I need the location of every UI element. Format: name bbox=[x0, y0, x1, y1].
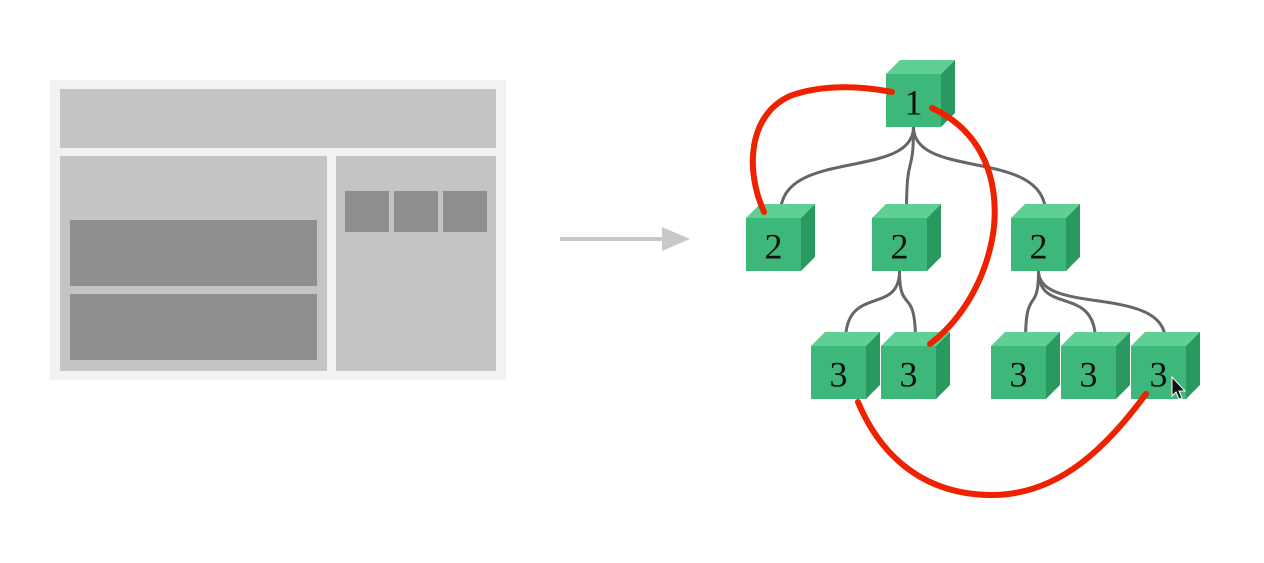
connector-b-b2 bbox=[898, 270, 917, 342]
wireframe-sidebar-tile-2 bbox=[394, 191, 438, 232]
node-label: 2 bbox=[1030, 227, 1048, 267]
node-label: 1 bbox=[905, 83, 923, 123]
component-tree: 1 2 2 2 3 3 3 3 3 bbox=[746, 60, 1200, 499]
tree-node-a: 2 bbox=[746, 204, 815, 271]
cube-top-face bbox=[1061, 332, 1130, 346]
connector-b-b1 bbox=[844, 270, 901, 342]
transform-arrow bbox=[560, 227, 690, 251]
cube-top-face bbox=[811, 332, 880, 346]
wireframe bbox=[50, 80, 506, 380]
highlight-path-a-root bbox=[749, 84, 895, 215]
tree-node-c3: 3 bbox=[1131, 332, 1200, 399]
cube-front-face bbox=[1011, 218, 1066, 271]
cube-front-face bbox=[1061, 346, 1116, 399]
tree-node-c: 2 bbox=[1011, 204, 1080, 271]
cube-side-face bbox=[1046, 332, 1060, 399]
node-label: 2 bbox=[765, 227, 783, 267]
connector-c-c3 bbox=[1037, 270, 1167, 342]
tree-node-b: 2 bbox=[872, 204, 941, 271]
cube-side-face bbox=[941, 60, 955, 127]
cube-side-face bbox=[936, 332, 950, 399]
cube-top-face bbox=[991, 332, 1060, 346]
wireframe-sidebar-tile-3 bbox=[443, 191, 487, 232]
wireframe-header-panel bbox=[60, 89, 496, 148]
mouse-cursor-icon bbox=[1171, 375, 1187, 400]
node-label: 3 bbox=[1010, 355, 1028, 395]
node-label: 2 bbox=[891, 227, 909, 267]
tree-node-root: 1 bbox=[886, 60, 955, 127]
tree-node-c1: 3 bbox=[991, 332, 1060, 399]
cube-front-face bbox=[991, 346, 1046, 399]
cube-top-face bbox=[872, 204, 941, 218]
cube-front-face bbox=[811, 346, 866, 399]
connector-root-c bbox=[912, 126, 1047, 214]
arrow-head bbox=[662, 227, 690, 251]
cube-side-face bbox=[1116, 332, 1130, 399]
highlight-path-root-b2 bbox=[927, 105, 998, 347]
cube-top-face bbox=[1131, 332, 1200, 346]
cube-top-face bbox=[1011, 204, 1080, 218]
wireframe-sidebar-panel bbox=[336, 156, 496, 371]
connector-root-b bbox=[905, 126, 915, 214]
highlight-paths bbox=[749, 84, 1149, 499]
cube-front-face bbox=[881, 346, 936, 399]
connector-c-c2 bbox=[1037, 270, 1097, 342]
node-label: 3 bbox=[830, 355, 848, 395]
highlight-path-b1-c3 bbox=[855, 391, 1149, 499]
node-label: 3 bbox=[900, 355, 918, 395]
wireframe-sidebar-tile-1 bbox=[345, 191, 389, 232]
cube-front-face bbox=[872, 218, 927, 271]
wireframe-main-block-2 bbox=[70, 294, 317, 360]
tree-node-b1: 3 bbox=[811, 332, 880, 399]
cube-top-face bbox=[886, 60, 955, 74]
cube-front-face bbox=[746, 218, 801, 271]
cube-front-face bbox=[886, 74, 941, 127]
wireframe-main-block-1 bbox=[70, 220, 317, 286]
tree-node-b2: 3 bbox=[881, 332, 950, 399]
connector-c-c1 bbox=[1024, 270, 1040, 342]
connector-root-a bbox=[779, 126, 915, 214]
cube-side-face bbox=[866, 332, 880, 399]
node-label: 3 bbox=[1080, 355, 1098, 395]
cube-side-face bbox=[927, 204, 941, 271]
cube-side-face bbox=[801, 204, 815, 271]
tree-node-c2: 3 bbox=[1061, 332, 1130, 399]
tree-connectors bbox=[779, 126, 1167, 342]
cube-side-face bbox=[1066, 204, 1080, 271]
node-label: 3 bbox=[1150, 355, 1168, 395]
tree-nodes: 1 2 2 2 3 3 3 3 3 bbox=[746, 60, 1200, 399]
cube-side-face bbox=[1186, 332, 1200, 399]
